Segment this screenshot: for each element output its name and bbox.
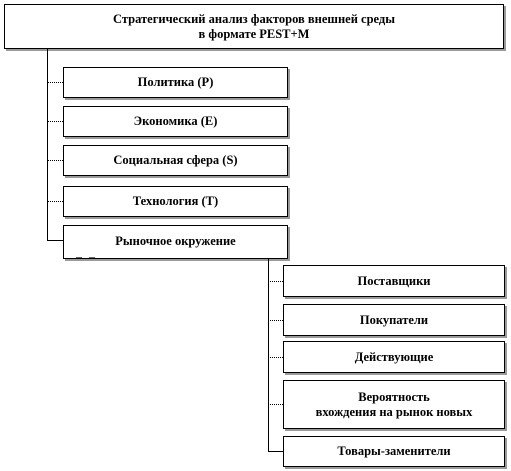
root-title-line-1: Стратегический анализ факторов внешней с… (113, 12, 395, 27)
market-box-suppliers: Поставщики (283, 265, 505, 297)
branch-competitors (268, 357, 283, 358)
market-box-dash-mark: _ _ (76, 245, 97, 259)
factor-box-technology: Технология (T) (63, 186, 288, 217)
market-box-new-entrants: Вероятность вхождения на рынок новых (283, 380, 505, 429)
branch-substitutes (268, 451, 283, 452)
market-box-buyers: Покупатели (283, 304, 505, 336)
branch-new-entrants (268, 404, 283, 405)
branch-suppliers (268, 281, 283, 282)
factor-box-economy: Экономика (E) (63, 106, 288, 137)
factor-box-market: Рыночное окружение (63, 225, 288, 259)
branch-politics (47, 82, 63, 83)
branch-market (47, 240, 63, 241)
root-title-line-2: в формате PEST+M (198, 26, 310, 41)
market-trunk-line (268, 259, 269, 451)
branch-technology (47, 201, 63, 202)
branch-social (47, 160, 63, 161)
branch-economy (47, 121, 63, 122)
branch-buyers (268, 320, 283, 321)
market-box-substitutes: Товары-заменители (283, 436, 505, 467)
factor-box-social: Социальная сфера (S) (63, 145, 288, 176)
main-trunk-line (47, 49, 48, 240)
root-box: Стратегический анализ факторов внешней с… (4, 4, 504, 49)
market-box-competitors: Действующие (283, 341, 505, 373)
factor-box-politics: Политика (P) (63, 67, 288, 98)
